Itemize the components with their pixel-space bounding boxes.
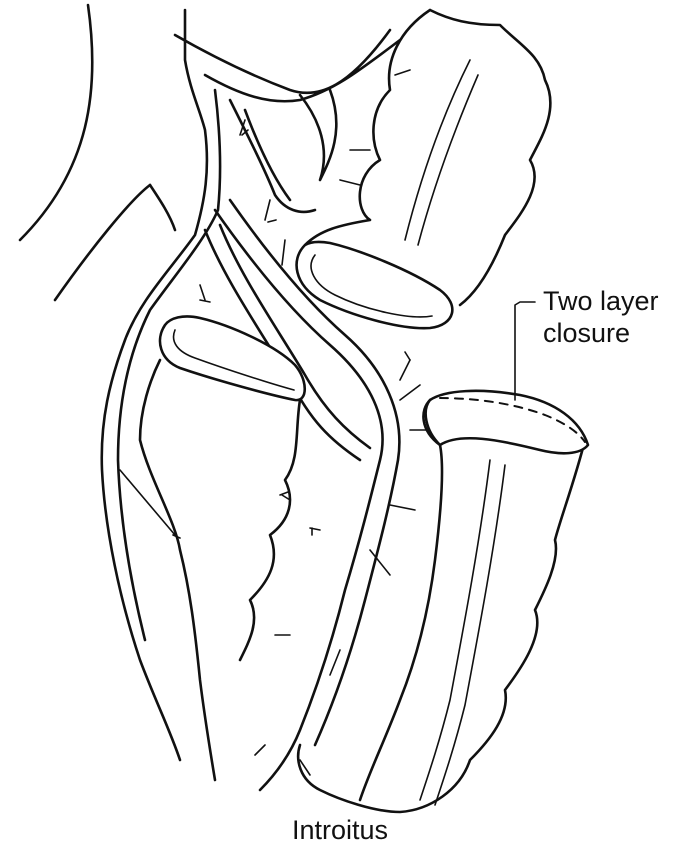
peritoneal-fold (150, 185, 175, 230)
introitus-label: Introitus (292, 814, 388, 846)
vessel-twigs (120, 70, 445, 775)
vessel-arcade-upper (230, 100, 315, 212)
pelvic-outline (20, 5, 150, 300)
vessel-arcade-right (300, 90, 336, 180)
closure-label-line-1: Two layer (543, 285, 659, 317)
closure-label-line-2: closure (543, 317, 659, 349)
closure-leader-line (515, 302, 535, 400)
vessel-branch-top (175, 30, 400, 101)
closure-cap (426, 391, 588, 453)
lower-right-taenia (420, 460, 505, 805)
two-layer-closure-label: Two layer closure (543, 285, 659, 349)
upper-colon-taenia (405, 60, 478, 245)
vessel-trunk (102, 10, 207, 760)
